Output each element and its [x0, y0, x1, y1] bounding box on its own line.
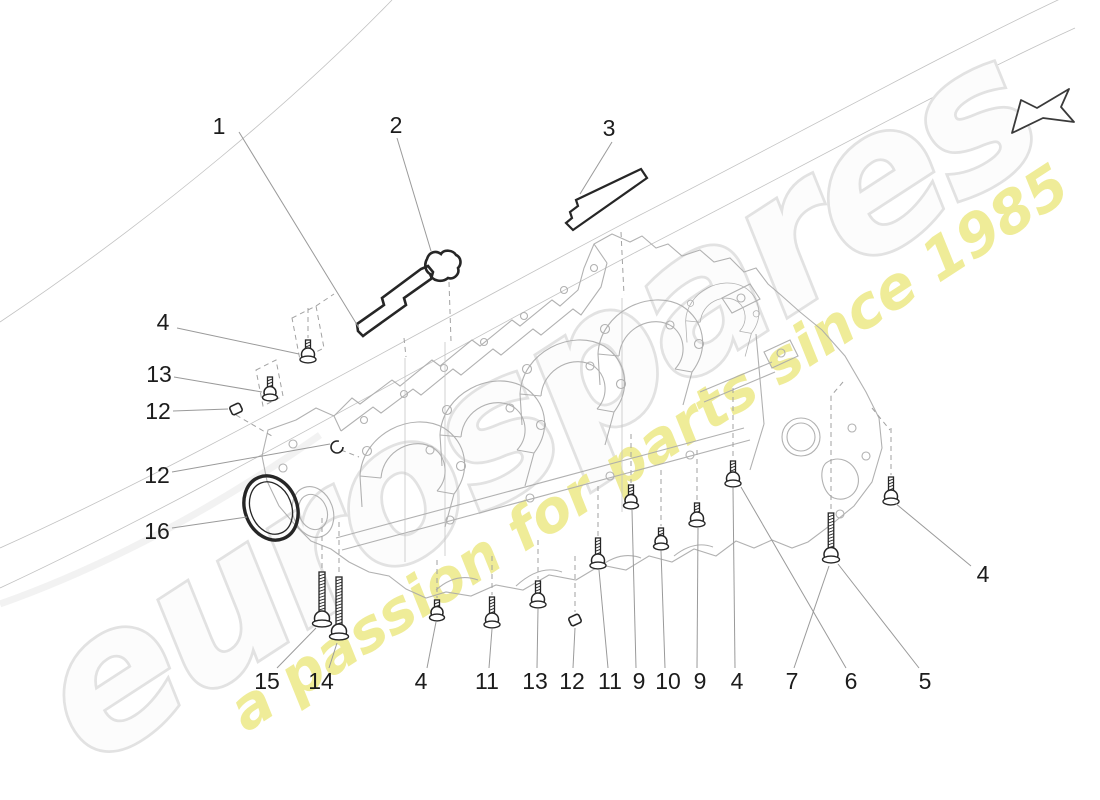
leader-line [276, 627, 317, 669]
callout-4-10[interactable]: 4 [415, 668, 428, 694]
crankcase-drawing [261, 233, 883, 599]
leader-line [598, 569, 609, 669]
swoosh-curve [0, 0, 1059, 549]
callout-1-0[interactable]: 1 [213, 113, 226, 139]
bolt-illustration [688, 502, 706, 528]
bolt-illustration [328, 576, 350, 641]
leader-line [238, 131, 360, 329]
leader-line [328, 642, 338, 669]
assembly-axis [315, 293, 335, 307]
leader-line [171, 516, 248, 529]
callout-13-12[interactable]: 13 [522, 668, 548, 694]
leader-line [732, 487, 736, 669]
bolt-illustration [299, 339, 317, 364]
callout-12-13[interactable]: 12 [559, 668, 585, 694]
leader-line [579, 141, 613, 195]
leader-line [894, 502, 972, 567]
leader-line [696, 527, 699, 669]
leader-line [426, 621, 437, 669]
leader-line [631, 509, 637, 669]
leader-line [176, 327, 300, 355]
callout-4-22[interactable]: 4 [977, 561, 990, 587]
bearing-arch [359, 421, 467, 528]
callout-3-2[interactable]: 3 [603, 115, 616, 141]
leader-lines [171, 131, 972, 669]
assembly-axis [620, 231, 625, 296]
callout-5-21[interactable]: 5 [919, 668, 932, 694]
plug-illustration [229, 402, 243, 416]
bolt-illustration [589, 537, 607, 570]
leader-line [793, 565, 830, 669]
callout-14-9[interactable]: 14 [308, 668, 334, 694]
assembly-axis [403, 337, 407, 358]
bolt-illustration [724, 460, 742, 488]
callout-4-3[interactable]: 4 [157, 309, 170, 335]
callout-9-15[interactable]: 9 [633, 668, 646, 694]
ring-illustration [330, 440, 344, 454]
leader-line [536, 608, 539, 669]
callout-13-4[interactable]: 13 [146, 361, 172, 387]
callout-12-5[interactable]: 12 [145, 398, 171, 424]
leader-line [396, 137, 432, 252]
bolt-illustration [652, 527, 670, 551]
bolt-illustration [821, 512, 841, 564]
assembly-guides [235, 231, 892, 612]
plug-illustration [568, 613, 582, 627]
bolt-illustration [882, 476, 900, 506]
bearing-arch [685, 282, 760, 357]
assembly-box [255, 359, 284, 407]
leader-line [172, 408, 229, 412]
callout-10-16[interactable]: 10 [655, 668, 681, 694]
breather-gasket [424, 249, 462, 283]
gasket-parts [355, 167, 649, 338]
leader-line [837, 563, 920, 669]
bolt-illustration [622, 484, 640, 510]
bearing-arch [597, 299, 705, 406]
assembly-axis [235, 414, 273, 437]
leader-line [173, 376, 263, 393]
swoosh-shade [0, 432, 323, 608]
callout-15-8[interactable]: 15 [254, 668, 280, 694]
bearing-arch [519, 339, 627, 446]
assembly-axis [448, 281, 452, 342]
callout-4-18[interactable]: 4 [731, 668, 744, 694]
gasket-strip-front [355, 264, 435, 338]
bolt-illustration [261, 376, 279, 402]
leader-line [572, 627, 576, 669]
fastener-parts [229, 339, 900, 641]
leader-line [740, 486, 847, 669]
callout-11-14[interactable]: 11 [598, 668, 622, 694]
callout-9-17[interactable]: 9 [694, 668, 707, 694]
assembly-axis [830, 381, 844, 397]
swoosh-curve [0, 27, 1076, 589]
assembly-axis [340, 449, 360, 458]
callout-6-20[interactable]: 6 [845, 668, 858, 694]
callout-2-1[interactable]: 2 [390, 112, 403, 138]
assembly-box [291, 305, 325, 361]
o-ring-illustration [242, 474, 300, 542]
leader-line [660, 550, 666, 669]
bolt-illustration [311, 571, 333, 628]
callout-7-19[interactable]: 7 [786, 668, 799, 694]
bearing-arch [439, 380, 547, 487]
bolt-illustration [529, 580, 547, 609]
callout-16-7[interactable]: 16 [144, 518, 170, 544]
gasket-strip-rear [564, 167, 649, 232]
swoosh-curve [0, 0, 393, 323]
callout-11-11[interactable]: 11 [475, 668, 499, 694]
bolt-illustration [428, 599, 446, 622]
assembly-axis [871, 407, 891, 431]
leader-line [171, 443, 331, 473]
direction-arrow-icon [1011, 88, 1075, 134]
leader-line [488, 628, 493, 669]
bolt-illustration [483, 596, 501, 629]
callout-12-6[interactable]: 12 [144, 462, 170, 488]
